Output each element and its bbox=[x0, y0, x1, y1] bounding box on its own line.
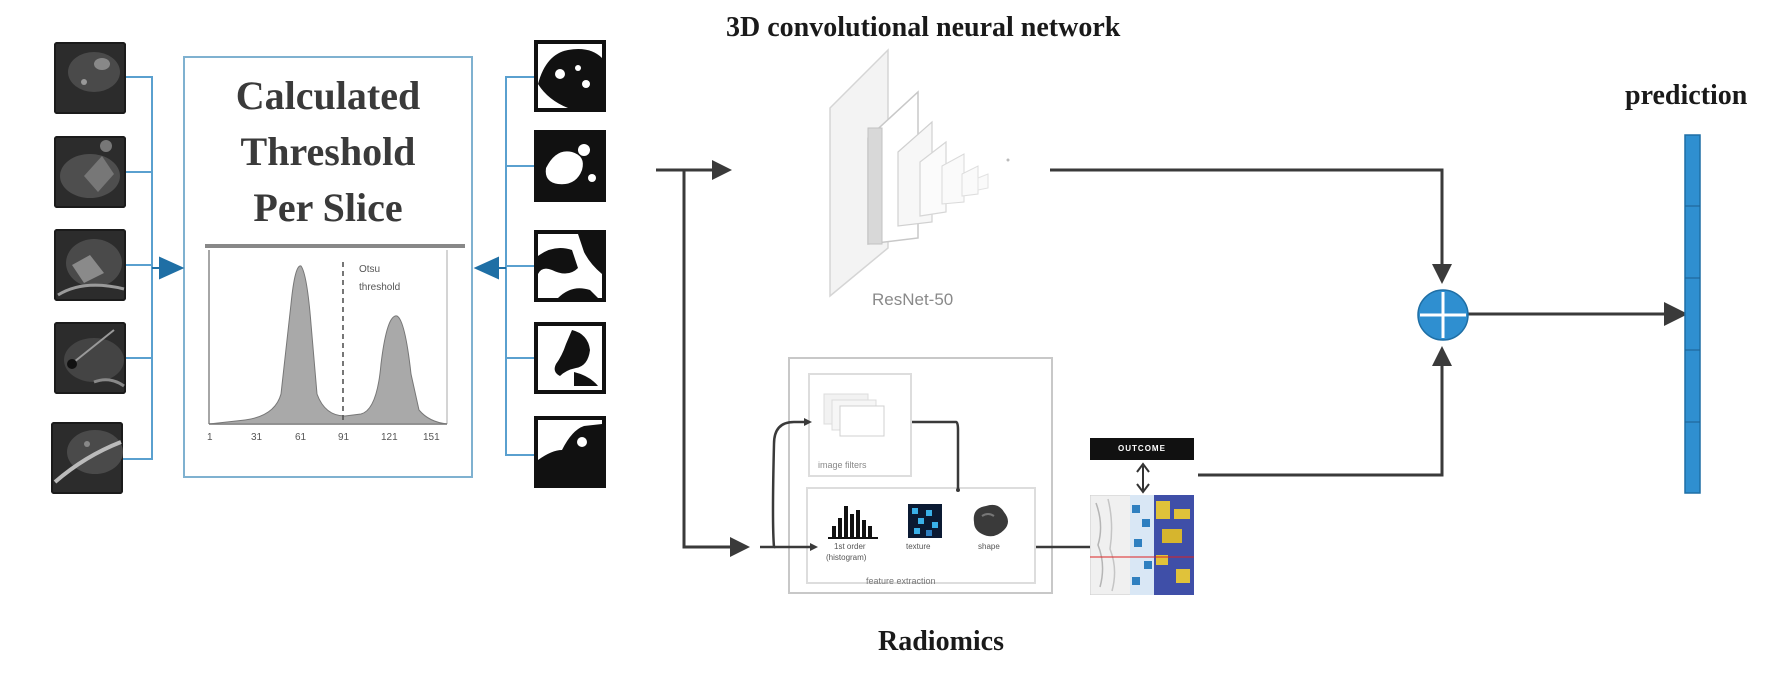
x-tick-3: 61 bbox=[295, 432, 307, 443]
first-order-label-line-2: (histogram) bbox=[826, 553, 867, 562]
mask-slice-1 bbox=[534, 40, 606, 112]
right-masks-connector bbox=[505, 76, 534, 456]
mask-slice-4 bbox=[534, 322, 606, 394]
resnet-label: ResNet-50 bbox=[872, 290, 954, 309]
masks-to-threshold-arrow bbox=[473, 256, 506, 280]
radiomics-pipeline-box bbox=[788, 357, 1053, 594]
radiomics-to-fusion-arrow bbox=[1432, 346, 1452, 366]
ct-slice-3 bbox=[54, 229, 126, 301]
prediction-output-bar bbox=[1684, 134, 1701, 494]
threshold-title-line-1: Calculated bbox=[235, 73, 421, 118]
otsu-label-line-2: threshold bbox=[359, 282, 400, 293]
first-order-label-line-1: 1st order bbox=[834, 542, 866, 551]
left-slices-connector bbox=[123, 76, 153, 460]
image-filters-label: image filters bbox=[818, 460, 867, 470]
x-tick-6: 151 bbox=[423, 432, 440, 443]
prediction-title: prediction bbox=[1625, 80, 1748, 111]
radiomics-to-fusion-line bbox=[1198, 364, 1444, 477]
shape-label: shape bbox=[978, 542, 1000, 551]
texture-label: texture bbox=[906, 542, 931, 551]
mask-slice-5 bbox=[534, 416, 606, 488]
x-axis-ticks: 1 31 61 91 121 151 bbox=[207, 432, 440, 443]
otsu-histogram: Otsu threshold 1 31 61 91 121 151 bbox=[205, 244, 465, 443]
image-filters-icon bbox=[823, 393, 885, 437]
radiomics-title: Radiomics bbox=[878, 626, 1004, 657]
ct-slice-1 bbox=[54, 42, 126, 114]
x-tick-4: 91 bbox=[338, 432, 350, 443]
feature-extraction-box bbox=[806, 487, 1036, 584]
left-to-threshold-arrow bbox=[152, 256, 185, 280]
outcome-updown-arrow bbox=[1136, 462, 1150, 494]
mask-slice-2 bbox=[534, 130, 606, 202]
radiomics-internal-connectors bbox=[760, 418, 1092, 551]
ct-slice-2 bbox=[54, 136, 126, 208]
arrow-to-radiomics bbox=[730, 537, 750, 557]
threshold-title-line-3: Per Slice bbox=[253, 185, 403, 230]
x-tick-1: 1 bbox=[207, 432, 213, 443]
otsu-label-line-1: Otsu bbox=[359, 264, 380, 275]
cnn-to-fusion-line bbox=[1050, 168, 1444, 266]
split-connector bbox=[656, 168, 730, 549]
histogram-icon bbox=[828, 506, 878, 539]
x-tick-2: 31 bbox=[251, 432, 263, 443]
image-filters-box bbox=[808, 373, 912, 477]
ct-slice-4 bbox=[54, 322, 126, 394]
texture-icon bbox=[908, 504, 942, 538]
fusion-node bbox=[1417, 289, 1469, 341]
fusion-to-prediction-arrow bbox=[1664, 302, 1688, 326]
shape-icon bbox=[973, 504, 1008, 537]
radiomics-heatmap bbox=[1090, 495, 1194, 595]
cnn-title: 3D convolutional neural network bbox=[726, 12, 1121, 43]
resnet-block-illustration bbox=[829, 48, 1010, 298]
arrow-to-cnn bbox=[712, 160, 732, 180]
outcome-badge: OUTCOME bbox=[1090, 438, 1194, 460]
cnn-to-fusion-arrow bbox=[1432, 264, 1452, 284]
ct-slice-5 bbox=[51, 422, 123, 494]
x-tick-5: 121 bbox=[381, 432, 398, 443]
mask-slice-3 bbox=[534, 230, 606, 302]
threshold-panel: Calculated Threshold Per Slice Otsu thre… bbox=[183, 56, 473, 478]
threshold-title-line-2: Threshold bbox=[240, 129, 416, 174]
feature-extraction-label: feature extraction bbox=[866, 576, 936, 586]
